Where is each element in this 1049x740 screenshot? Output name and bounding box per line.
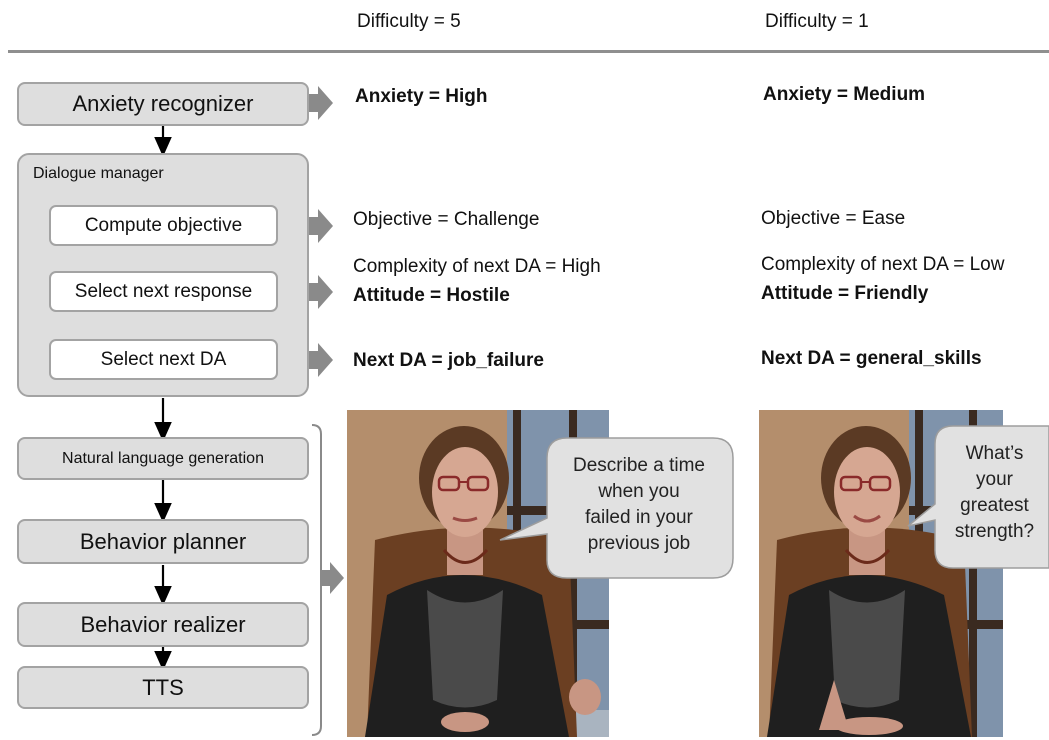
bubble-right-line-4: strength? <box>954 521 1035 542</box>
gray-arrow-output <box>322 562 344 594</box>
left-next-da: Next DA = job_failure <box>353 350 544 371</box>
left-objective: Objective = Challenge <box>353 209 540 230</box>
tts-box: TTS <box>17 666 309 709</box>
bubble-right-line-1: What’s <box>965 443 1024 464</box>
right-next-da: Next DA = general_skills <box>761 348 982 369</box>
select-next-da-box: Select next DA <box>49 339 278 380</box>
behavior-planner-box: Behavior planner <box>17 519 309 564</box>
right-complexity: Complexity of next DA = Low <box>761 254 1005 275</box>
speech-bubble-left-shape <box>499 437 734 579</box>
header-divider <box>8 50 1049 53</box>
right-objective: Objective = Ease <box>761 208 906 229</box>
bubble-right-line-3: greatest <box>960 495 1029 516</box>
behavior-realizer-box: Behavior realizer <box>17 602 309 647</box>
left-attitude: Attitude = Hostile <box>353 285 510 306</box>
compute-objective-label: Compute objective <box>84 214 243 236</box>
dialogue-manager-label: Dialogue manager <box>33 165 164 182</box>
anxiety-recognizer-box: Anxiety recognizer <box>17 82 309 126</box>
behavior-realizer-label: Behavior realizer <box>80 611 246 637</box>
right-attitude: Attitude = Friendly <box>761 283 929 304</box>
pipeline-bracket <box>311 424 322 736</box>
select-next-response-box: Select next response <box>49 271 278 312</box>
anxiety-recognizer-label: Anxiety recognizer <box>72 91 254 116</box>
speech-bubble-right-shape <box>907 425 1049 569</box>
left-complexity: Complexity of next DA = High <box>353 256 601 277</box>
nlg-box: Natural language generation <box>17 437 309 480</box>
speech-bubble-right: What’s your greatest strength? <box>940 441 1049 545</box>
header-difficulty-5: Difficulty = 5 <box>357 11 461 32</box>
behavior-planner-label: Behavior planner <box>79 528 247 554</box>
tts-label: TTS <box>142 674 184 700</box>
bubble-left-line-1: Describe a time <box>573 455 705 476</box>
right-anxiety: Anxiety = Medium <box>763 84 926 105</box>
bubble-left-line-4: previous job <box>587 533 691 554</box>
bubble-right-line-2: your <box>976 469 1013 490</box>
bubble-left-line-3: failed in your <box>585 507 693 528</box>
gray-arrow-anxiety <box>309 86 333 120</box>
speech-bubble-left: Describe a time when you failed in your … <box>548 453 730 557</box>
select-next-response-label: Select next response <box>74 280 253 302</box>
header-difficulty-1: Difficulty = 1 <box>765 11 869 32</box>
nlg-label: Natural language generation <box>62 449 264 467</box>
compute-objective-box: Compute objective <box>49 205 278 246</box>
select-next-da-label: Select next DA <box>100 348 227 370</box>
bubble-left-line-2: when you <box>598 481 680 502</box>
left-anxiety: Anxiety = High <box>355 86 488 107</box>
